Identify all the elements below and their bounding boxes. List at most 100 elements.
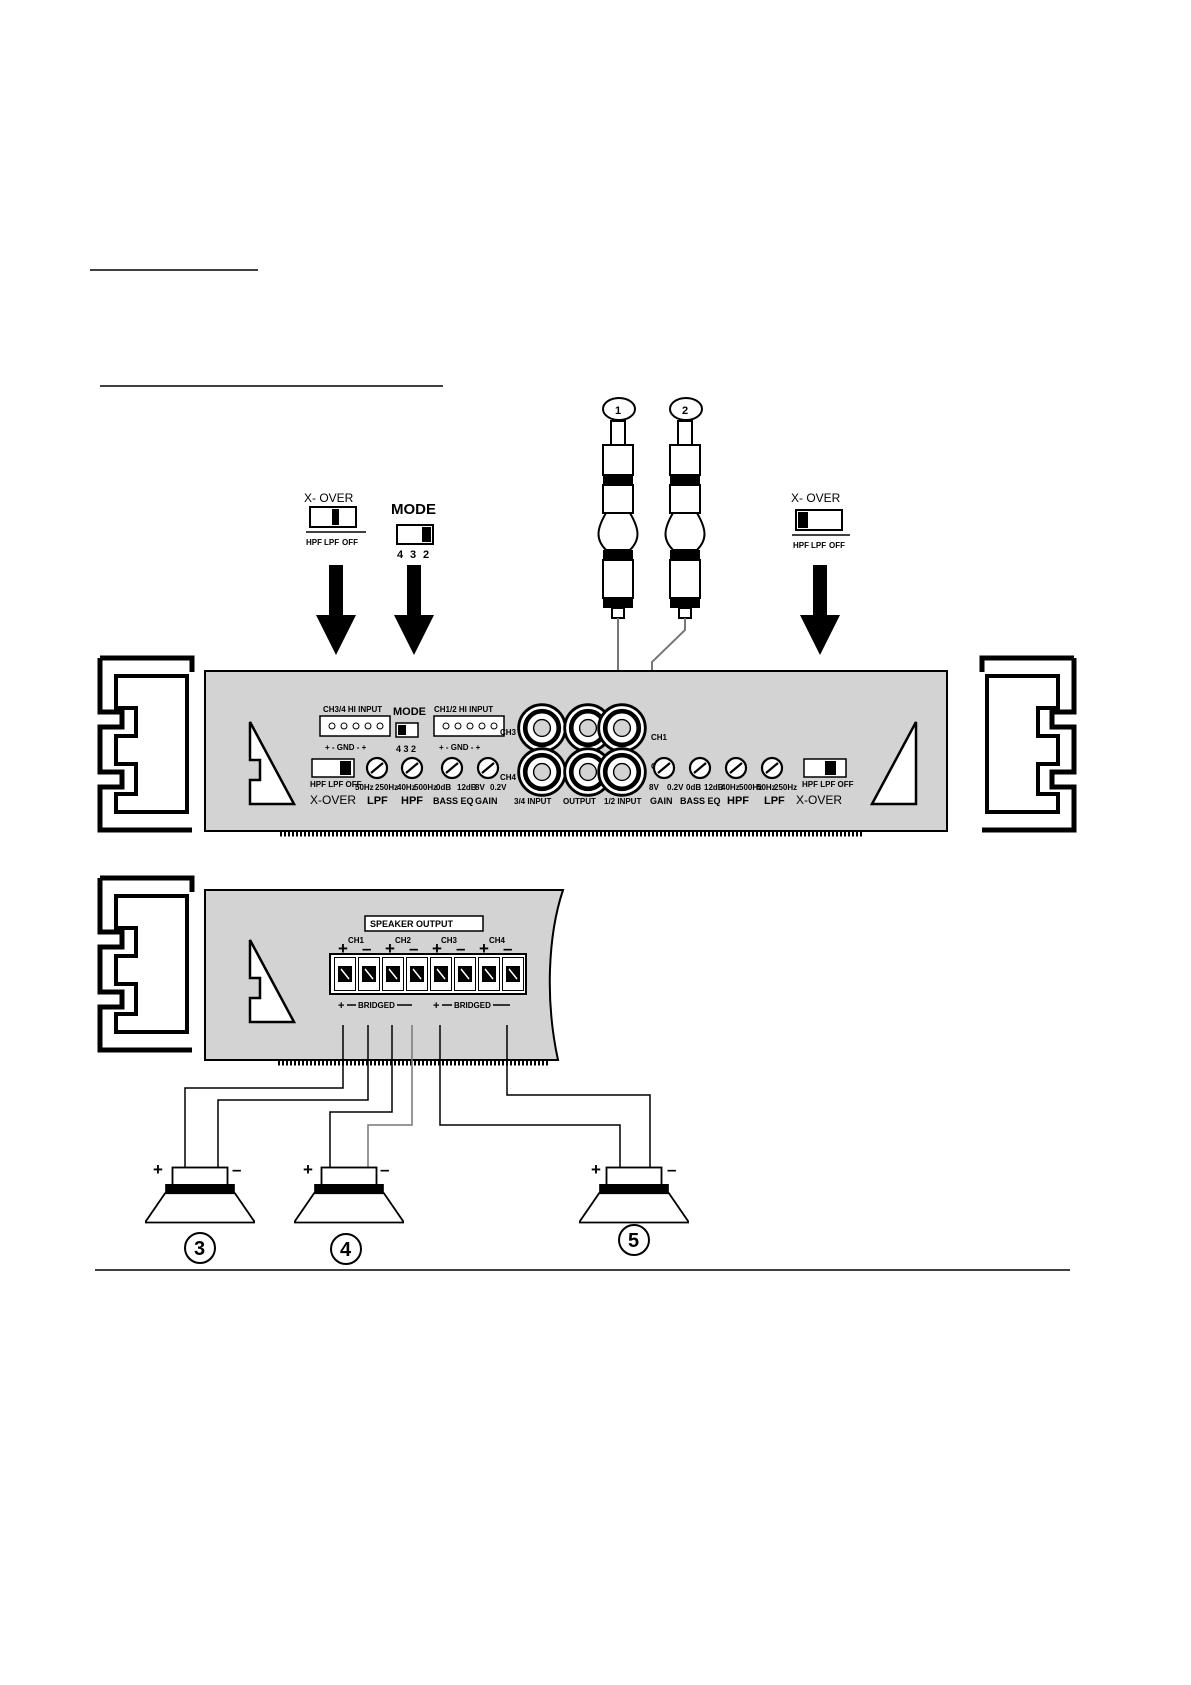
tag-ch1: CH1 <box>651 733 668 742</box>
callout-3: 3 <box>194 1238 205 1260</box>
terminal-ch2-neg <box>406 957 428 991</box>
jack-label-output: OUTPUT <box>563 797 596 806</box>
top-mode-4: 4 <box>397 549 404 561</box>
ch12-hpf-knob <box>724 756 748 780</box>
scale-left-6: 8V <box>475 783 485 792</box>
top-left-down-arrow <box>316 565 356 655</box>
ch34-hi-input-label: CH3/4 HI INPUT <box>323 705 382 714</box>
jack-label-12-input: 1/2 INPUT <box>604 797 641 806</box>
svg-text:–: – <box>409 939 418 958</box>
ch34-hpf-label: HPF <box>401 795 423 807</box>
speaker-output-panel: SPEAKER OUTPUT CH1 CH2 CH3 CH4 +– +– +– … <box>100 878 565 1066</box>
callout-1: 1 <box>615 405 621 417</box>
terminal-ch4-pos <box>478 957 500 991</box>
speaker-ch4-label: CH4 <box>489 936 506 945</box>
top-right-xover-title: X- OVER <box>791 491 841 505</box>
top-left-xover-off: OFF <box>342 538 358 547</box>
terminal-ch2-pos <box>382 957 404 991</box>
terminal-ch3-pos <box>430 957 452 991</box>
terminal-ch1-neg <box>358 957 380 991</box>
bridged-label-2: BRIDGED <box>454 1001 491 1010</box>
rca-jack-ch4 <box>519 749 566 796</box>
callout-5: 5 <box>628 1230 639 1252</box>
ch34-hi-input-pins: + - GND - + <box>325 743 367 752</box>
ch34-lpf-label: LPF <box>367 795 388 807</box>
rca-cable-2: 2 <box>651 397 706 772</box>
scale-right-7: 250Hz <box>774 783 797 792</box>
amplifier-control-panel: CH3/4 HI INPUT + - GND - + MODE 4 3 2 CH… <box>100 658 1074 837</box>
scale-left-4: 0dB <box>436 783 451 792</box>
svg-text:+: + <box>479 939 489 958</box>
top-left-xover-hpf: HPF <box>306 538 322 547</box>
svg-text:–: – <box>362 939 371 958</box>
ch12-hpf-label: HPF <box>727 795 749 807</box>
ch34-hpf-knob <box>400 756 424 780</box>
scale-right-0: 8V <box>649 783 659 792</box>
rca-cable-1: 1 <box>597 397 639 705</box>
panel-mode-labels: 4 3 2 <box>396 744 416 754</box>
panel-right-xover-switch-labels: HPF LPF OFF <box>802 780 854 789</box>
tag-ch3: CH3 <box>500 728 517 737</box>
jack-label-34-input: 3/4 INPUT <box>514 797 551 806</box>
rca-jack-ch1 <box>599 705 646 752</box>
top-mode-title: MODE <box>391 501 436 518</box>
svg-text:+: + <box>153 1160 163 1179</box>
top-right-xover-lpf: LPF <box>811 541 826 550</box>
callout-4: 4 <box>340 1239 352 1261</box>
callout-2: 2 <box>682 405 688 417</box>
speaker-output-title: SPEAKER OUTPUT <box>370 919 454 929</box>
scale-left-1: 250Hz <box>375 783 398 792</box>
panel-left-xover-switch-labels: HPF LPF OFF <box>310 780 362 789</box>
ch34-bass-eq-knob <box>440 756 464 780</box>
svg-text:+: + <box>432 939 442 958</box>
top-left-xover-switch: X- OVER HPF LPF OFF <box>304 491 366 655</box>
svg-text:+: + <box>433 1000 439 1012</box>
ch12-gain-knob <box>652 756 676 780</box>
ch12-lpf-knob <box>760 756 784 780</box>
svg-text:–: – <box>456 939 465 958</box>
right-mount-bracket <box>982 658 1074 830</box>
terminal-ch4-neg <box>502 957 524 991</box>
svg-text:–: – <box>380 1160 389 1179</box>
panel-right-xover-label: X-OVER <box>796 793 842 807</box>
bridged-label-1: BRIDGED <box>358 1001 395 1010</box>
panel-mode-title: MODE <box>393 706 426 718</box>
rca-jack-ch2 <box>599 749 646 796</box>
terminal-ch3-neg <box>454 957 476 991</box>
svg-text:+: + <box>303 1160 313 1179</box>
speaker-3: +– 3 <box>145 1160 255 1264</box>
ch34-lpf-knob <box>365 756 389 780</box>
ch12-hi-input-label: CH1/2 HI INPUT <box>434 705 493 714</box>
top-right-xover-hpf: HPF <box>793 541 809 550</box>
scale-right-1: 0.2V <box>667 783 684 792</box>
svg-text:–: – <box>667 1160 676 1179</box>
svg-text:–: – <box>503 939 512 958</box>
scale-right-2: 0dB <box>686 783 701 792</box>
ch12-gain-label: GAIN <box>650 796 673 806</box>
lower-left-mount-bracket <box>100 878 192 1050</box>
rca-jack-ch3 <box>519 705 566 752</box>
scale-right-3: 12dB <box>704 783 724 792</box>
top-mode-down-arrow <box>394 565 434 655</box>
scale-left-2: 40Hz <box>397 783 416 792</box>
panel-left-xover-label: X-OVER <box>310 793 356 807</box>
scale-right-4: 40Hz <box>721 783 740 792</box>
speaker-ch1-label: CH1 <box>348 936 365 945</box>
terminal-ch1-pos <box>334 957 356 991</box>
scale-right-5: 500Hz <box>739 783 762 792</box>
left-mount-bracket <box>100 658 192 830</box>
ch12-bass-eq-label: BASS EQ <box>680 796 721 806</box>
ch34-gain-knob <box>476 756 500 780</box>
top-mode-switch: MODE 4 3 2 <box>391 501 436 655</box>
top-right-xover-off: OFF <box>829 541 845 550</box>
speaker-ch3-label: CH3 <box>441 936 458 945</box>
top-mode-3: 3 <box>410 549 416 561</box>
scale-left-5: 12dB <box>457 783 477 792</box>
svg-text:+: + <box>385 939 395 958</box>
top-right-down-arrow <box>800 565 840 655</box>
scale-right-6: 50Hz <box>757 783 776 792</box>
speaker-5: +– 5 <box>579 1160 689 1256</box>
ch12-lpf-label: LPF <box>764 795 785 807</box>
scale-left-0: 50Hz <box>355 783 374 792</box>
